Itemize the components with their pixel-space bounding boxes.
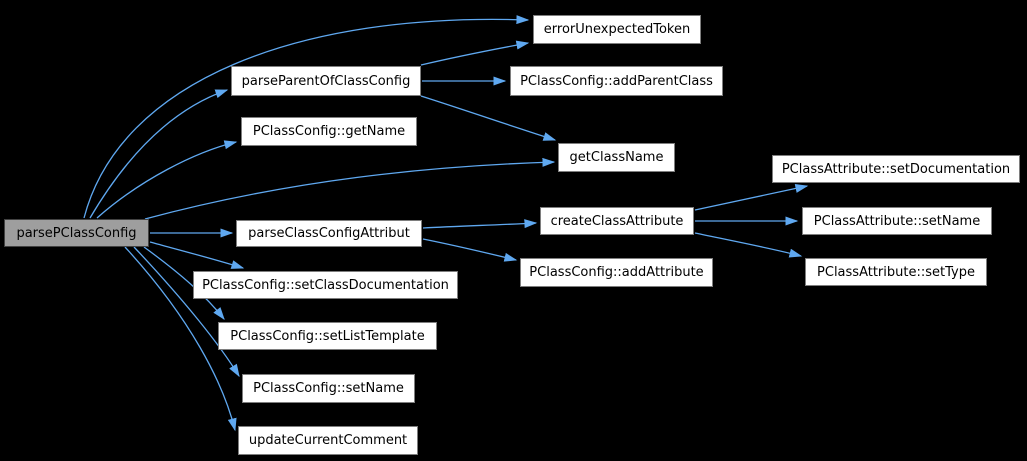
graph-node-createclassattribute[interactable]: createClassAttribute [540, 207, 694, 235]
graph-edge-parsepclassconfig-to-pclassconfig-setname [133, 246, 240, 378]
graph-node-pclassconfig-setlisttemplate[interactable]: PClassConfig::setListTemplate [218, 322, 437, 350]
graph-edge-parsepclassconfig-to-parseparentofclassconfig [89, 89, 229, 219]
graph-edge-parsepclassconfig-to-pclassconfig-getname [96, 140, 238, 219]
graph-edge-createclassattribute-to-pclassattribute-setdocumentation [694, 184, 809, 211]
graph-node-pclassconfig-addattribute[interactable]: PClassConfig::addAttribute [520, 258, 713, 287]
graph-node-pclassconfig-getname[interactable]: PClassConfig::getName [241, 117, 417, 146]
graph-edge-createclassattribute-to-pclassattribute-settype [694, 232, 803, 258]
graph-edge-parsepclassconfig-to-getclassname [144, 157, 556, 220]
graph-edge-parsepclassconfig-to-pclassconfig-setlisttemplate [143, 246, 225, 321]
graph-edge-parseparentofclassconfig-to-getclassname [420, 95, 557, 141]
graph-edge-parsepclassconfig-to-errorunexpectedtoken [83, 15, 530, 219]
graph-node-parseclassconfigattribut[interactable]: parseClassConfigAttribut [236, 220, 422, 247]
graph-node-pclassattribute-setdocumentation[interactable]: PClassAttribute::setDocumentation [772, 155, 1020, 183]
graph-edge-parsepclassconfig-to-pclassconfig-setclassdocumentation [149, 241, 245, 269]
graph-edge-parseclassconfigattribut-to-pclassconfig-addattribute [422, 238, 518, 262]
graph-node-pclassconfig-addparentclass[interactable]: PClassConfig::addParentClass [510, 66, 723, 96]
graph-edge-parseclassconfigattribut-to-createclassattribute [422, 219, 538, 229]
graph-node-parsepclassconfig: parsePClassConfig [4, 219, 149, 247]
graph-node-pclassattribute-setname[interactable]: PClassAttribute::setName [802, 207, 992, 235]
graph-node-pclassconfig-setname[interactable]: PClassConfig::setName [242, 374, 415, 403]
graph-node-getclassname[interactable]: getClassName [558, 143, 675, 172]
graph-node-parseparentofclassconfig[interactable]: parseParentOfClassConfig [231, 66, 421, 96]
graph-edge-parsepclassconfig-to-updatecurrentcomment [124, 246, 237, 432]
graph-node-errorunexpectedtoken[interactable]: errorUnexpectedToken [533, 15, 701, 44]
graph-edge-parseparentofclassconfig-to-errorunexpectedtoken [420, 40, 530, 66]
graph-node-updatecurrentcomment[interactable]: updateCurrentComment [238, 426, 418, 455]
graph-node-pclassconfig-setclassdocumentation[interactable]: PClassConfig::setClassDocumentation [193, 271, 458, 299]
graph-node-pclassattribute-settype[interactable]: PClassAttribute::setType [805, 258, 987, 286]
